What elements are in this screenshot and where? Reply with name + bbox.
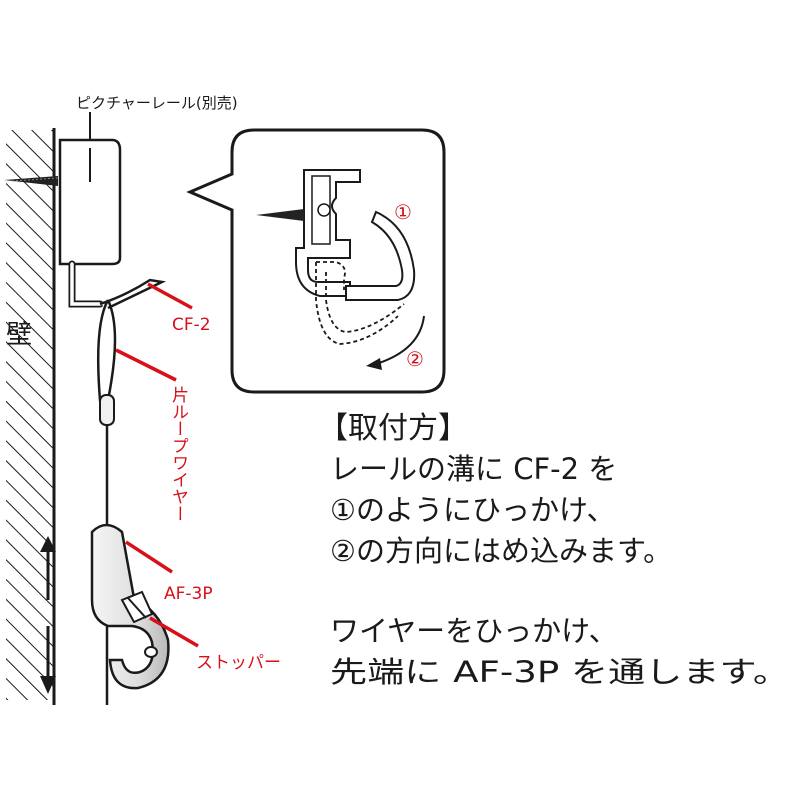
instruction-line: ①のようにひっかけ、 [330,493,616,527]
wall [6,128,56,705]
instructions-heading: 【取付方】 [318,411,468,446]
instruction-line: 先端に AF-3P を通します。 [330,655,790,689]
step1-marker: ① [394,200,412,224]
wire [96,299,117,705]
instruction-line: ②の方向にはめ込みます。 [330,534,672,568]
step2-marker: ② [406,347,424,371]
instructions: 【取付方】 レールの溝に CF-2 を ①のようにひっかけ、 ②の方向にはめ込み… [318,411,790,689]
wall-label: 壁 [6,320,32,350]
picture-rail-label: ピクチャーレール(別売) [76,94,238,112]
instruction-line: ワイヤーをひっかけ、 [330,614,618,648]
instruction-line: レールの溝に CF-2 を [330,452,617,486]
adjust-arrow-icon [40,536,56,694]
cf2-detail [315,210,416,345]
cf2-label: CF-2 [172,315,211,335]
cf2-hook [68,260,167,310]
screw-icon [4,176,59,186]
af3p-hook [90,523,170,690]
stopper-label: ストッパー [196,653,281,673]
callout-bubble [186,128,446,394]
picture-rail [58,138,122,266]
af3p-label: AF-3P [164,584,213,604]
red-leaders [115,282,199,648]
wire-label: 片ループワイヤー [168,386,189,522]
rotation-arrow-icon [366,315,425,370]
rail-detail [256,169,361,297]
